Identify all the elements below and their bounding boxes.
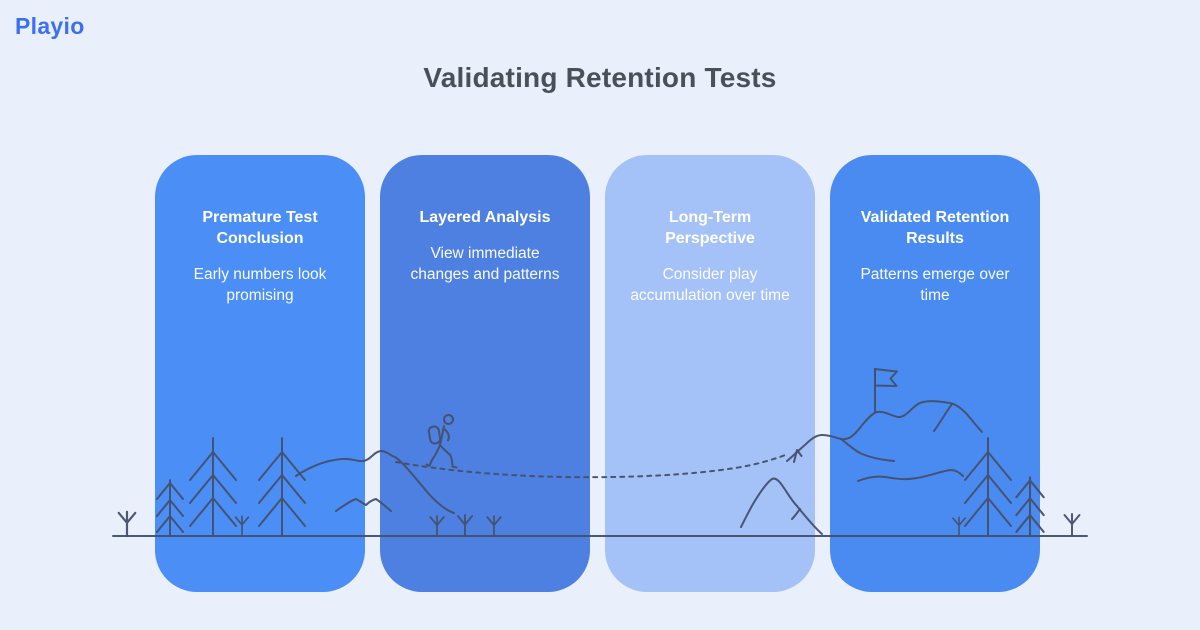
card-body: Early numbers look promising [193,266,327,304]
card-title: Validated Retention Results [860,209,1010,247]
card-long-term-perspective: Long-Term Perspective Consider play accu… [605,155,815,592]
card-body: Patterns emerge over time [860,266,1010,304]
cards-row: Premature Test Conclusion Early numbers … [155,155,1045,592]
sapling-icon [1063,513,1081,537]
card-body: View immediate changes and patterns [410,245,560,283]
page-title: Validating Retention Tests [423,62,777,93]
card-title: Layered Analysis [419,209,551,226]
brand-logo: Playio [15,13,85,39]
card-title: Premature Test Conclusion [202,209,318,247]
card-validated-retention-results: Validated Retention Results Patterns eme… [830,155,1040,592]
card-layered-analysis: Layered Analysis View immediate changes … [380,155,590,592]
card-body: Consider play accumulation over time [630,266,790,304]
card-title: Long-Term Perspective [665,209,755,247]
card-premature-test-conclusion: Premature Test Conclusion Early numbers … [155,155,365,592]
sapling-icon [117,510,137,538]
